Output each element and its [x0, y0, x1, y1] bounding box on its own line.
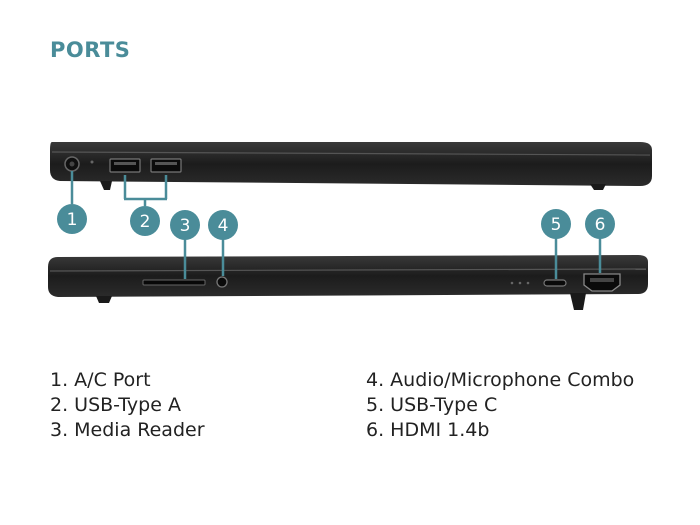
badge-3: 3: [170, 210, 200, 240]
legend-right: 4. Audio/Microphone Combo 5. USB-Type C …: [366, 368, 634, 443]
hdmi-port-icon: [583, 273, 621, 292]
badge-1: 1: [57, 204, 87, 234]
badge-label: 2: [140, 212, 151, 232]
legend-item: 2. USB-Type A: [50, 394, 181, 416]
usb-a-connector-lines: [123, 175, 168, 206]
usb-c-port-icon: [543, 279, 567, 287]
legend-item: 3. Media Reader: [50, 419, 205, 441]
port-connector-lines: [183, 238, 602, 279]
legend-item: 1. A/C Port: [50, 369, 151, 391]
page-title: PORTS: [50, 38, 131, 62]
usb-a-port-icon: [150, 158, 182, 173]
legend-item: 4. Audio/Microphone Combo: [366, 369, 635, 391]
badge-label: 5: [551, 215, 562, 235]
badge-label: 3: [180, 216, 191, 236]
legend-left: 1. A/C Port 2. USB-Type A 3. Media Reade…: [50, 368, 205, 443]
legend-item: 5. USB-Type C: [366, 394, 498, 416]
badge-5: 5: [541, 209, 571, 239]
laptop-left-side: [50, 142, 652, 190]
laptop-right-side: [48, 255, 648, 310]
badge-label: 4: [218, 216, 229, 236]
badge-label: 6: [595, 215, 606, 235]
badge-label: 1: [67, 210, 78, 230]
badge-2: 2: [130, 206, 160, 236]
media-reader-slot-icon: [142, 279, 206, 286]
legend-item: 6. HDMI 1.4b: [366, 419, 490, 441]
audio-jack-icon: [216, 276, 228, 288]
badge-4: 4: [208, 210, 238, 240]
badge-6: 6: [585, 209, 615, 239]
usb-a-port-icon: [109, 158, 141, 173]
